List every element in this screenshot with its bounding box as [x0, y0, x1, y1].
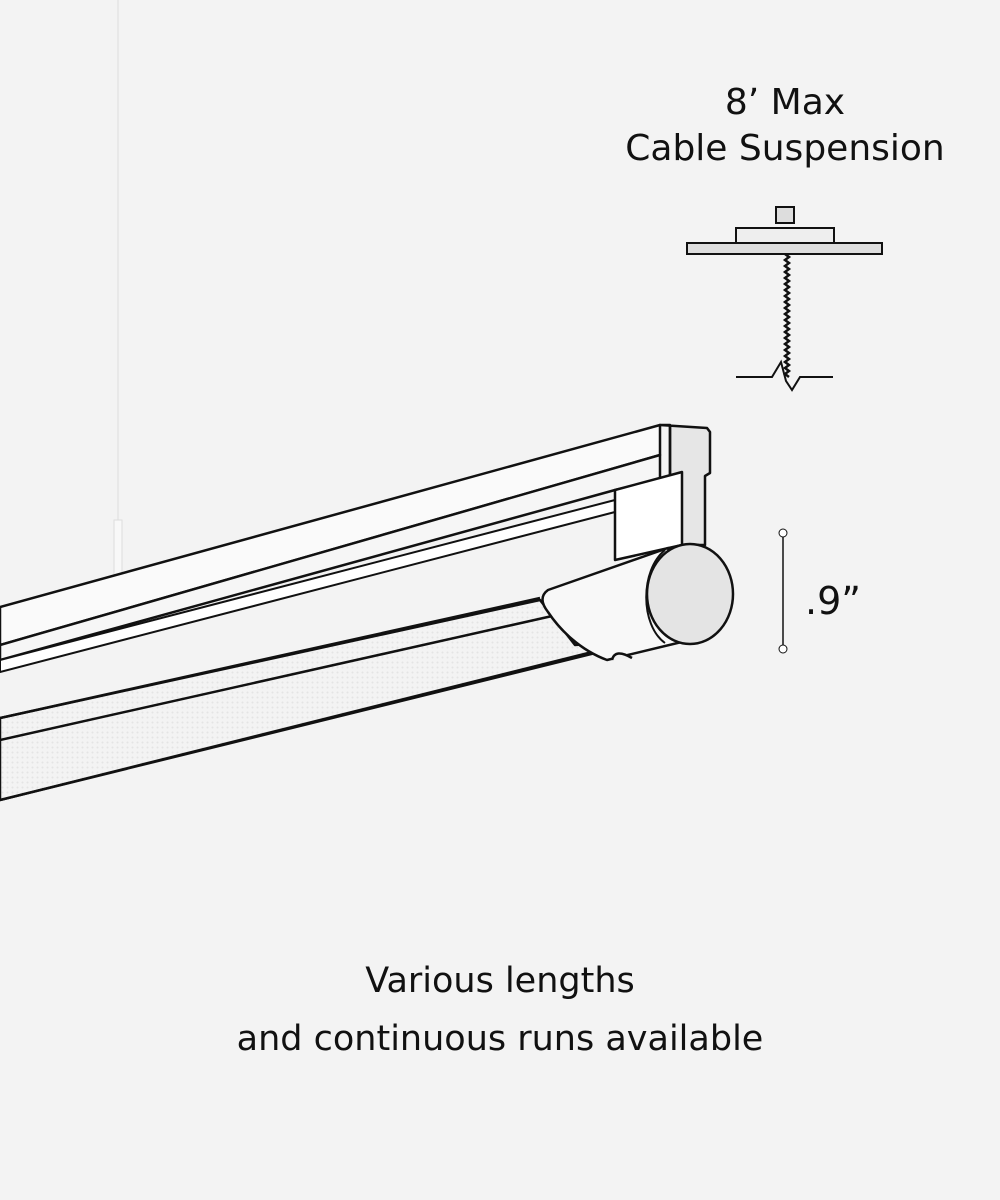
left-cable	[113, 0, 123, 576]
dimension-label: .9”	[805, 579, 861, 623]
caption-line-2: and continuous runs available	[236, 1019, 764, 1059]
suspension-cable	[736, 253, 833, 392]
dimension-line	[778, 528, 788, 654]
caption: Various lengths and continuous runs avai…	[150, 952, 850, 1068]
suspension-type-label: Cable Suspension	[625, 128, 945, 169]
max-length-label: 8’ Max	[724, 82, 846, 123]
light-fixture	[0, 423, 735, 802]
suspension-title: 8’ Max Cable Suspension	[585, 80, 985, 172]
canopy-icon	[686, 206, 883, 255]
caption-line-1: Various lengths	[365, 961, 635, 1001]
